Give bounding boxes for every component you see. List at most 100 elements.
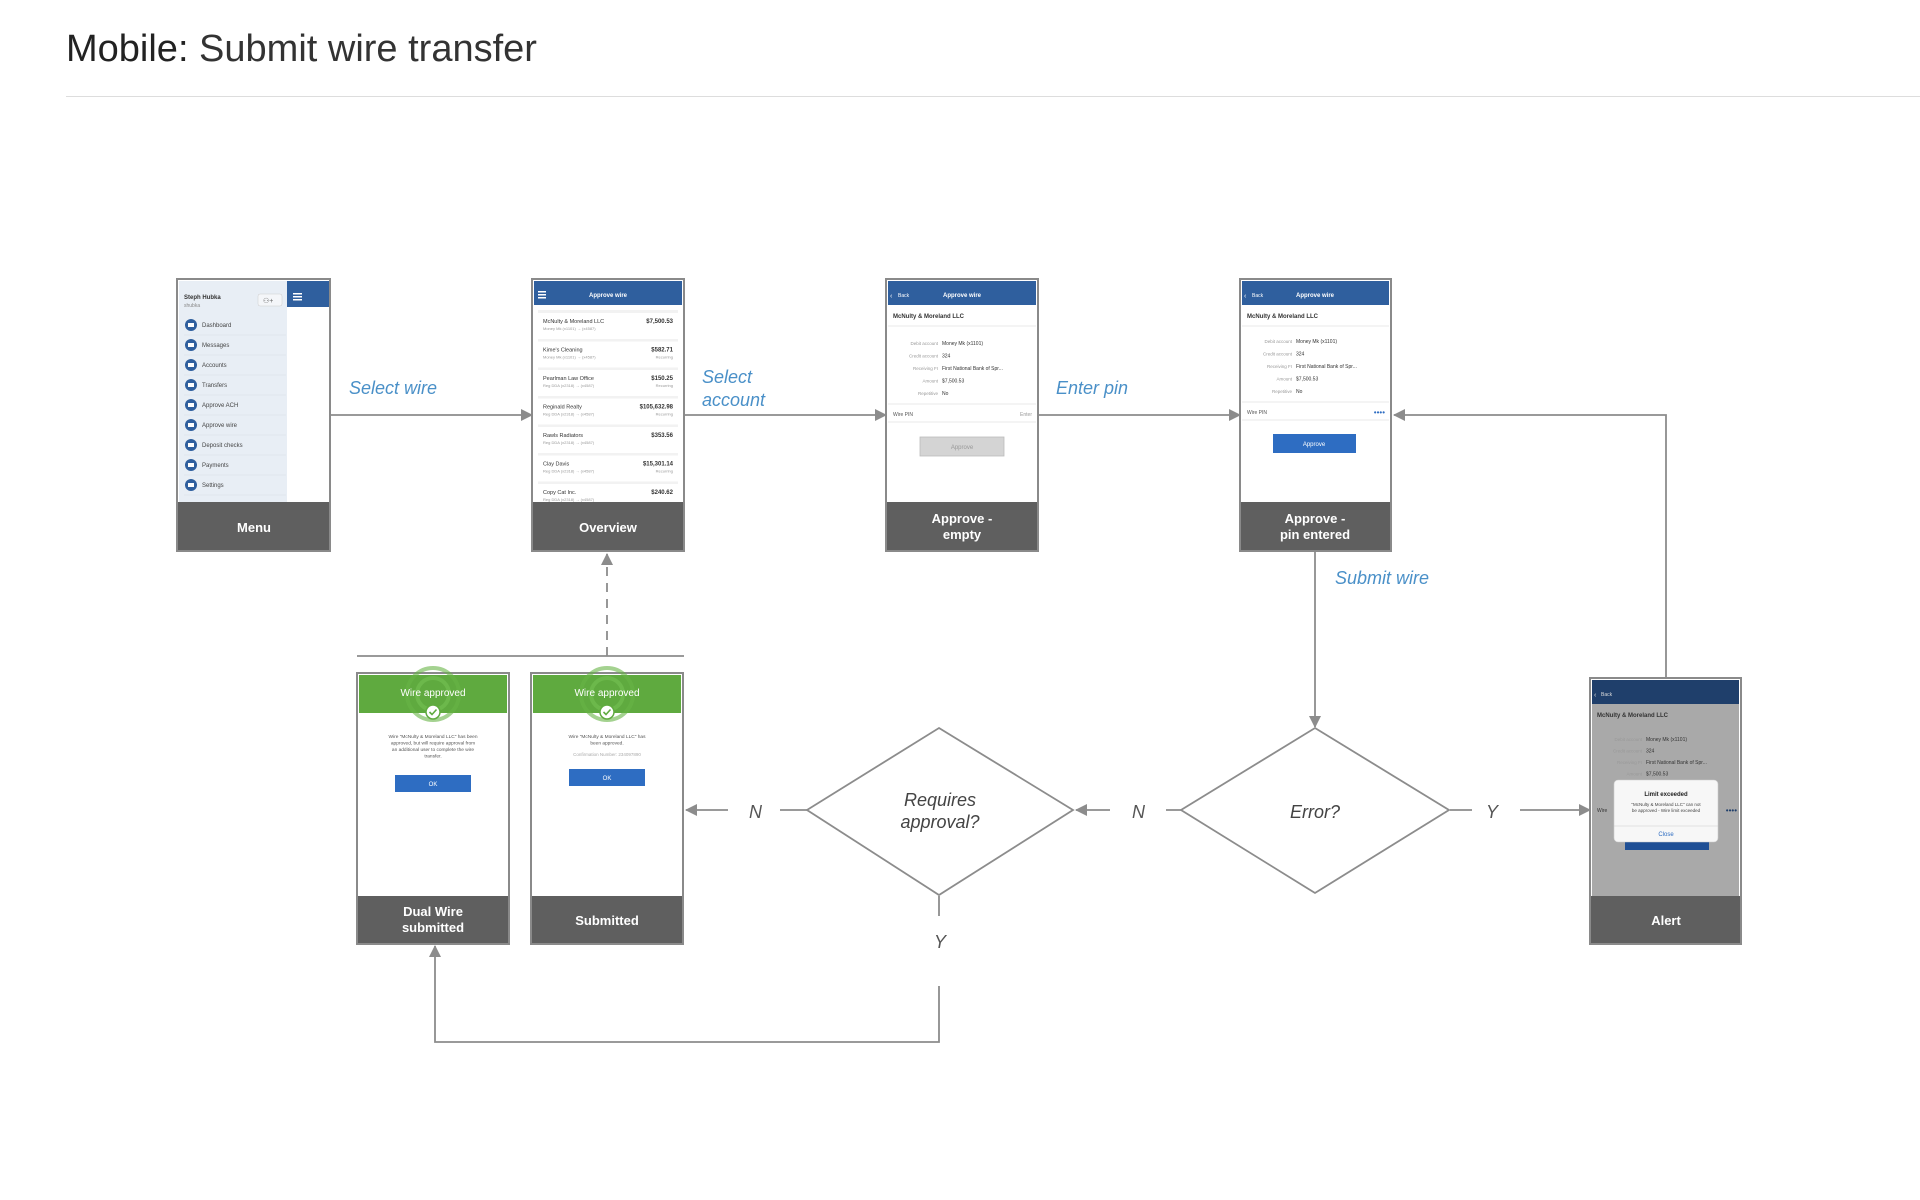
wire-row-name: Pearlman Law Office — [543, 376, 594, 382]
menu-item[interactable]: Transfers — [202, 383, 227, 389]
approve-empty-back[interactable]: Back — [898, 293, 910, 299]
approve-pin-pin-input[interactable]: •••• — [1374, 408, 1385, 417]
overview-caption-bg — [533, 502, 683, 550]
screen-menu[interactable]: Steph Hubka shubka ⚇+ DashboardMessagesA… — [176, 278, 331, 552]
page-title-text: Submit wire transfer — [188, 28, 537, 70]
detail-value: No — [942, 391, 949, 397]
alert-company: McNulty & Moreland LLC — [1597, 713, 1669, 719]
dual-ok-button[interactable] — [395, 775, 471, 792]
screen-submitted[interactable]: Wire approved Wire "McNulty & Moreland L… — [530, 666, 684, 945]
label-y-dual: Y — [934, 932, 948, 952]
approve-pin-pin-label: Wire PIN — [1247, 410, 1267, 416]
detail-value: $7,500.53 — [942, 379, 964, 385]
decision-requires-label-1: Requires — [904, 790, 976, 810]
submitted-caption: Submitted — [575, 913, 639, 928]
menu-item[interactable]: Payments — [202, 463, 229, 469]
approve-pin-caption-bg — [1241, 502, 1390, 550]
alert-pin-label: Wire — [1597, 808, 1607, 814]
detail-value: 324 — [1296, 352, 1305, 358]
wire-row[interactable] — [538, 427, 678, 453]
wire-row-amount: $105,632.98 — [640, 405, 674, 411]
screen-dual-wire-submitted[interactable]: Wire approved Wire "McNulty & Moreland L… — [356, 666, 510, 945]
overview-header: Approve wire — [589, 293, 628, 299]
wire-row-tag: Recurring — [656, 469, 673, 474]
detail-value: 324 — [942, 354, 951, 360]
wire-row-tag: Recurring — [656, 383, 673, 388]
message-line: an additional user to complete the wire — [392, 747, 474, 753]
detail-label: Debit account — [1614, 737, 1642, 742]
dual-check-icon — [428, 708, 438, 716]
wire-row[interactable] — [538, 341, 678, 368]
decision-error: Error? — [1179, 726, 1451, 895]
detail-value: First National Bank of Spr... — [942, 366, 1003, 372]
submitted-check-icon — [602, 708, 612, 716]
screen-approve-pin[interactable]: ‹ Back Approve wire McNulty & Moreland L… — [1239, 278, 1392, 552]
menu-item-glyph — [188, 483, 194, 487]
menu-item-glyph — [188, 423, 194, 427]
wire-row-name: Kime's Cleaning — [543, 348, 583, 354]
alert-back[interactable]: Back — [1601, 692, 1613, 698]
label-enter-pin: Enter pin — [1056, 378, 1128, 398]
approve-pin-company: McNulty & Moreland LLC — [1247, 314, 1319, 320]
approve-pin-back[interactable]: Back — [1252, 293, 1264, 299]
approve-empty-caption-bg — [887, 502, 1037, 550]
screen-approve-empty[interactable]: Back ‹ Approve wire McNulty & Moreland L… — [885, 278, 1039, 552]
menu-item[interactable]: Approve ACH — [202, 403, 238, 409]
wire-row[interactable] — [538, 370, 678, 396]
wire-row-accounts: Reg DDA (x2318) → (x4587) — [543, 497, 595, 502]
approve-empty-pin-label: Wire PIN — [893, 412, 913, 418]
menu-item-glyph — [188, 383, 194, 387]
menu-item[interactable]: Accounts — [202, 363, 227, 369]
approve-empty-pin-input[interactable]: Enter — [1020, 412, 1032, 418]
menu-item[interactable]: Settings — [202, 483, 224, 489]
screen-overview[interactable]: Approve wire McNulty & Moreland LLC $7,50… — [531, 278, 685, 552]
wire-row[interactable] — [538, 313, 678, 339]
menu-caption-bg — [178, 502, 329, 550]
decision-requires-label-2: approval? — [900, 812, 979, 832]
alert-dialog-body-1: "McNulty & Moreland LLC" can not — [1631, 802, 1701, 807]
wire-row-amount: $353.56 — [651, 433, 673, 439]
overview-caption: Overview — [579, 520, 638, 535]
wire-row-accounts: Reg DDA (x2318) → (x4587) — [543, 440, 595, 445]
wire-row-name: Copy Cat Inc. — [543, 490, 577, 496]
label-y-alert: Y — [1486, 802, 1500, 822]
menu-item[interactable]: Approve wire — [202, 423, 238, 429]
menu-item-glyph — [188, 323, 194, 327]
wire-row-amount: $582.71 — [651, 348, 673, 354]
approve-empty-button[interactable] — [919, 436, 1005, 457]
wire-row[interactable] — [538, 455, 678, 482]
page-title: Mobile: Submit wire transfer — [66, 28, 537, 71]
detail-label: Amount — [1276, 377, 1292, 382]
alert-close-button[interactable]: Close — [1658, 832, 1674, 838]
approve-pin-button[interactable] — [1273, 434, 1356, 453]
approve-pin-caption-2: pin entered — [1280, 527, 1350, 542]
menu-item-glyph — [188, 363, 194, 367]
submitted-confirmation: Confirmation Number: 234097890 — [573, 752, 641, 757]
edge-alert-pin — [1393, 409, 1667, 678]
wire-row-amount: $15,301.14 — [643, 462, 674, 468]
menu-item[interactable]: Deposit checks — [202, 443, 243, 449]
label-n-error: N — [1132, 802, 1146, 822]
connectors — [330, 409, 1667, 1043]
screen-alert[interactable]: ‹ Back McNulty & Moreland LLC Debit acco… — [1589, 677, 1742, 945]
menu-item[interactable]: Dashboard — [202, 323, 231, 329]
message-line: been approved. — [590, 741, 623, 747]
wire-row[interactable] — [538, 398, 678, 425]
submitted-ok-label: OK — [603, 776, 612, 782]
wire-row-amount: $7,500.53 — [646, 319, 673, 325]
submitted-ok-button[interactable] — [569, 769, 645, 786]
title-divider — [66, 96, 1920, 97]
menu-user-sub: shubka — [184, 303, 200, 309]
detail-label: Credit account — [1613, 749, 1643, 754]
dual-banner: Wire approved — [400, 688, 465, 699]
submitted-banner: Wire approved — [574, 688, 639, 699]
approve-empty-button-label: Approve — [951, 445, 974, 451]
decision-error-label: Error? — [1290, 802, 1340, 822]
menu-item[interactable]: Messages — [202, 343, 229, 349]
alert-dialog-body-2: be approved - Wire limit exceeded — [1632, 808, 1701, 813]
detail-label: Debit account — [910, 341, 938, 346]
approve-pin-caption-1: Approve - — [1285, 511, 1346, 526]
wire-row-name: McNulty & Moreland LLC — [543, 319, 604, 325]
detail-label: Amount — [1626, 772, 1642, 777]
